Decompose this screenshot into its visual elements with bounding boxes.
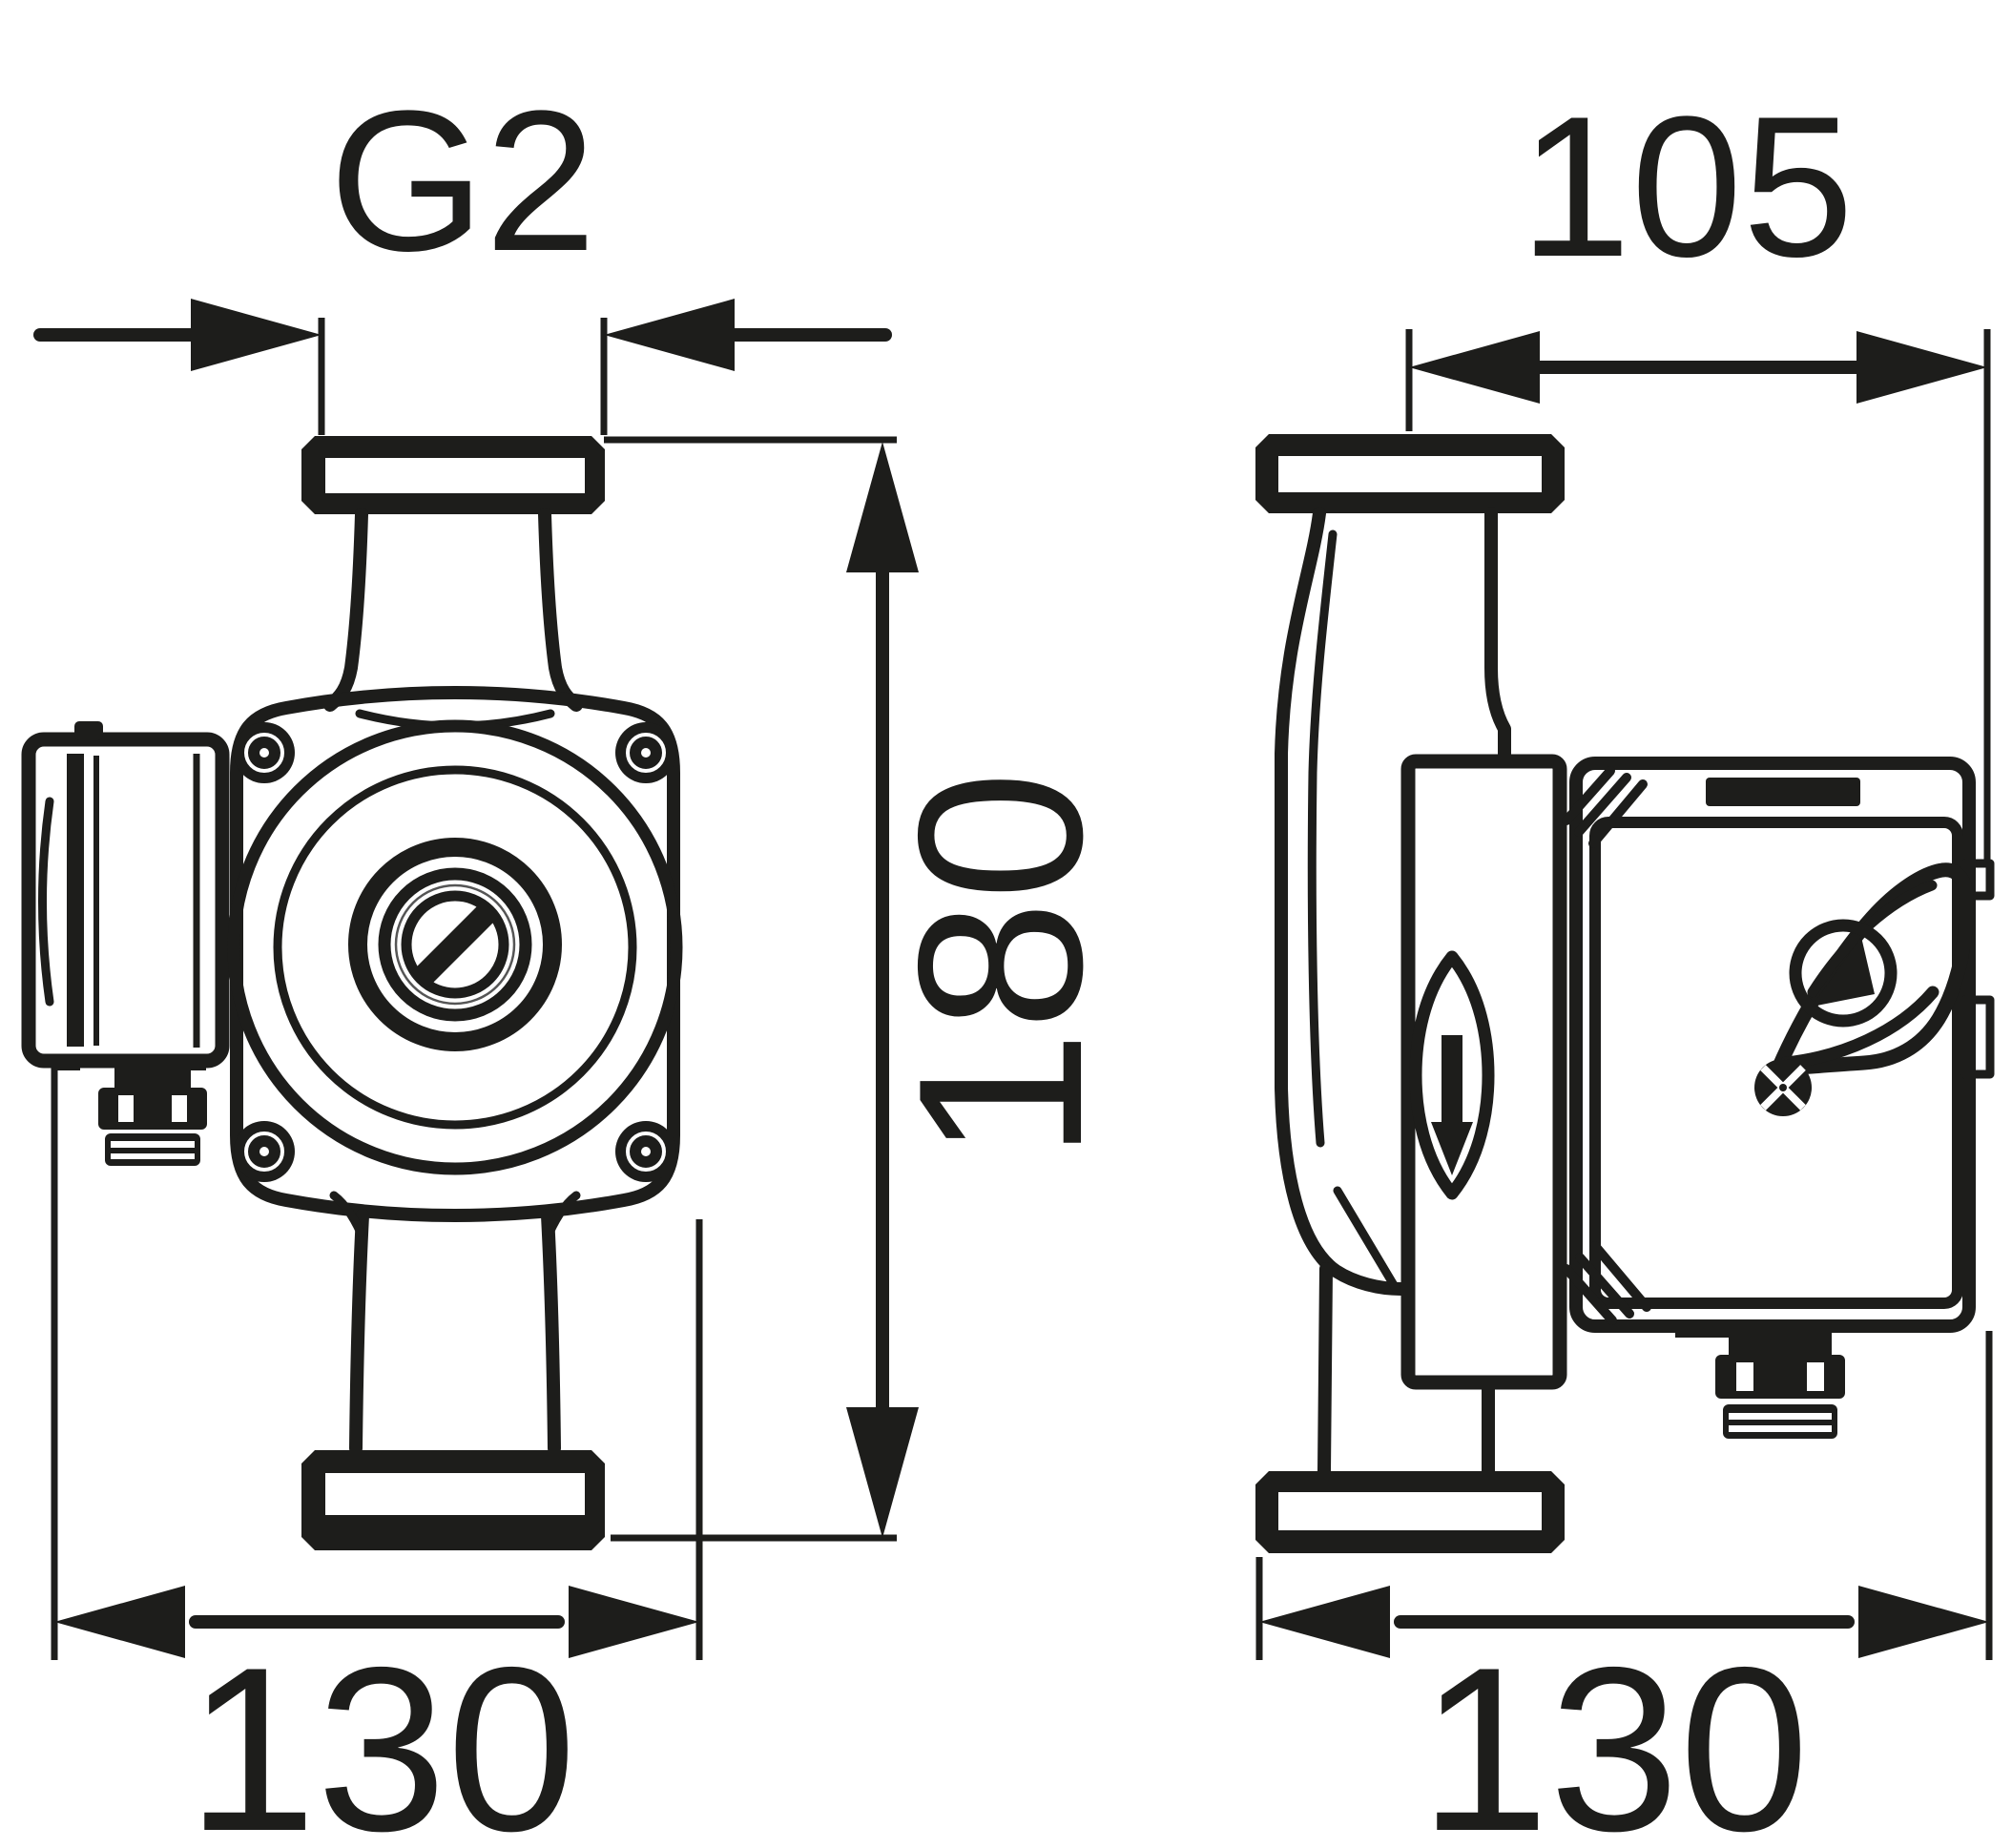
side-bottom-flange [1255,1471,1565,1553]
housing-joint-hatching [1562,766,1651,1325]
dimension-arrowhead [846,442,919,572]
pump-face [227,719,683,1175]
dimension-arrowhead [604,299,735,371]
dimension-label-180: 180 [869,771,1130,1161]
front-outlet-neck [329,1191,581,1455]
stator-housing [1400,754,1567,1390]
dimension-arrowhead [1409,331,1540,404]
control-box-side-tab [1960,995,1995,1079]
dimension-arrowhead [191,299,322,371]
dimension-130-side: 130 [1255,1331,1993,1848]
corner-screw [615,722,676,783]
terminal-box [21,721,230,1070]
dimension-arrowhead [1856,331,1987,404]
bearing-hub [348,838,562,1051]
cable-gland-front [98,1061,207,1166]
flow-direction-badge [1409,950,1495,1200]
control-box [1562,757,1995,1439]
flow-direction-arrow-icon [1431,1035,1473,1175]
dimension-arrowhead [1259,1586,1390,1658]
screw-slot [411,901,499,988]
dimension-130-front: 130 [51,1067,703,1848]
dimension-label-g2: G2 [329,69,596,293]
dimension-g2: G2 [33,69,892,435]
front-view [21,436,683,1550]
control-box-top-tab [1706,778,1860,806]
front-top-flange [301,436,605,514]
face-ring [273,765,637,1130]
corner-screw [615,1121,676,1182]
dimension-label-130-front: 130 [187,1618,577,1848]
corner-screw [234,722,295,783]
dimension-label-105: 105 [1520,74,1854,299]
dimension-arrowhead [1858,1586,1989,1658]
corner-screws [234,722,676,1182]
front-bottom-flange [301,1450,605,1550]
corner-screw [234,1121,295,1182]
dimension-arrowhead [569,1586,699,1658]
dimension-arrowhead [54,1586,185,1658]
knob-pointer [1812,937,1875,1007]
cable-gland-side [1675,1324,1845,1439]
phillips-screw-icon [1754,1059,1812,1116]
side-view [1255,434,1995,1553]
speed-selector-knob [1771,862,1974,1076]
side-pipe-volute [1275,507,1511,1478]
dimension-180: 180 [604,436,1130,1542]
dimension-105: 105 [1405,74,1991,863]
dimension-label-130-side: 130 [1420,1618,1810,1848]
side-top-flange [1255,434,1565,513]
terminal-box-tab [74,721,103,740]
dimension-arrowhead [846,1407,919,1538]
